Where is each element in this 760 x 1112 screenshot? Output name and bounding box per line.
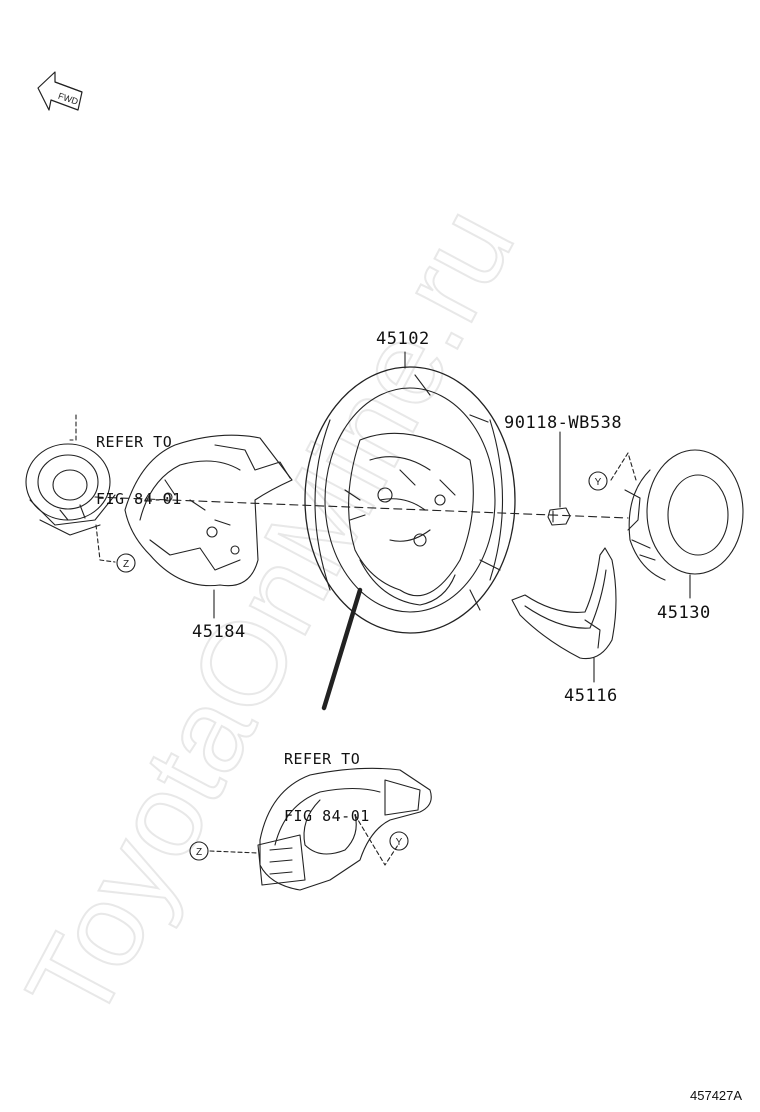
bolt-drawing	[547, 431, 571, 526]
part-number-45102: 45102	[376, 329, 430, 349]
part-number-45184: 45184	[192, 622, 246, 642]
part-number-90118-wb538: 90118-WB538	[504, 413, 623, 433]
refer-note-top: REFER TO FIG 84-01	[96, 395, 182, 528]
horn-pad-drawing	[610, 449, 744, 599]
refer-note-top-line2: FIG 84-01	[96, 490, 182, 508]
connector-z-bottom: Z	[196, 847, 202, 858]
part-number-45116: 45116	[564, 686, 618, 706]
connector-z-bottom-circle	[189, 841, 209, 861]
svg-text:FWD: FWD	[57, 91, 80, 107]
refer-note-bottom-line2: FIG 84-01	[284, 807, 370, 825]
assembly-axis	[94, 496, 629, 519]
connector-y-top: Y	[595, 477, 602, 488]
connector-z-top-circle	[116, 553, 136, 573]
refer-note-top-line1: REFER TO	[96, 433, 173, 451]
leader-line	[321, 587, 363, 711]
connector-y-bottom: Y	[396, 837, 403, 848]
figure-id: 457427A	[690, 1088, 743, 1103]
refer-note-bottom: REFER TO FIG 84-01	[284, 712, 370, 845]
connector-y-bottom-circle	[389, 831, 409, 851]
steering-wheel-drawing	[304, 366, 516, 634]
switch-assembly-drawing	[209, 767, 432, 891]
connector-y-top-circle	[588, 471, 608, 491]
lower-cover-drawing	[511, 547, 617, 683]
refer-note-bottom-line1: REFER TO	[284, 750, 361, 768]
fwd-arrow-icon: FWD	[37, 71, 83, 111]
part-number-45130: 45130	[657, 603, 711, 623]
column-cover-drawing	[124, 434, 293, 619]
spiral-cable-drawing	[25, 414, 116, 563]
connector-z-top: Z	[123, 559, 129, 570]
